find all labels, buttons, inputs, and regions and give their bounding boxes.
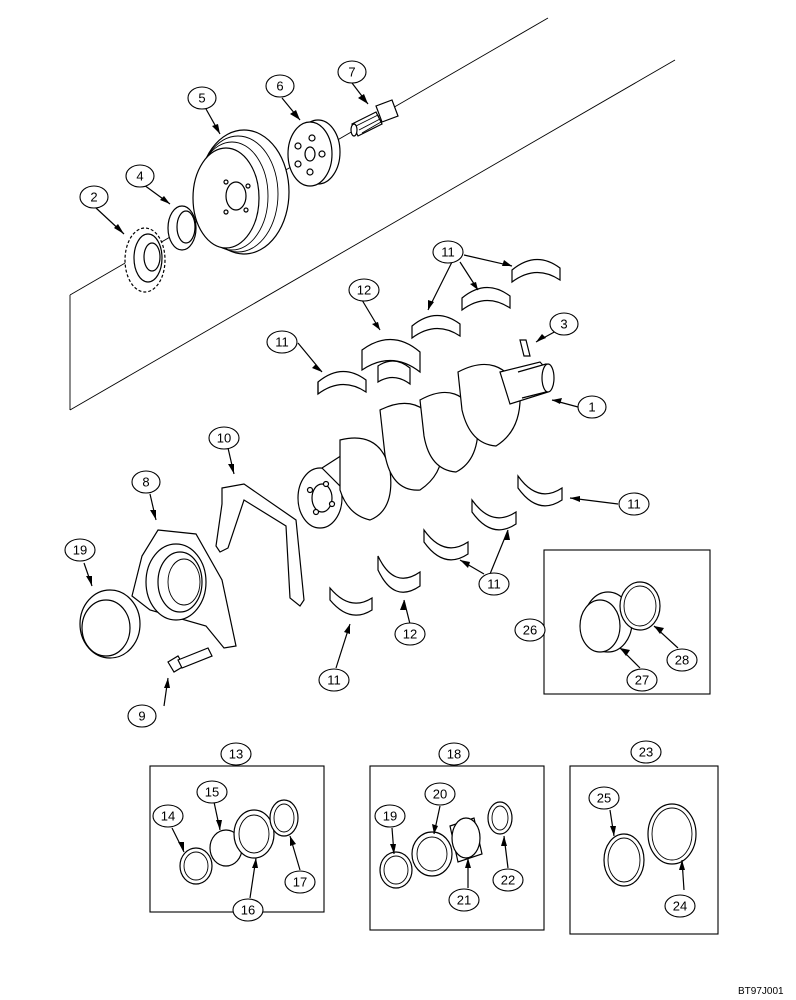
lower-bearing-shells bbox=[329, 474, 563, 616]
callout-2-label: 2 bbox=[90, 190, 97, 205]
callout-5-label: 5 bbox=[198, 91, 205, 106]
callout-12-lower-label: 12 bbox=[403, 627, 417, 642]
callout-16: 16 bbox=[232, 898, 264, 922]
dowel-pin bbox=[519, 339, 531, 357]
callout-11-left-label: 11 bbox=[275, 335, 289, 350]
callout-7: 7 bbox=[337, 60, 367, 84]
callout-23: 23 bbox=[630, 740, 662, 764]
callout-22-label: 22 bbox=[501, 873, 515, 888]
callout-2: 2 bbox=[79, 185, 109, 209]
callout-20-label: 20 bbox=[433, 787, 447, 802]
callout-27-label: 27 bbox=[635, 673, 649, 688]
callout-9: 9 bbox=[127, 704, 157, 728]
callout-14-label: 14 bbox=[161, 809, 175, 824]
callout-11-lower-label: 11 bbox=[487, 577, 501, 592]
callout-1: 1 bbox=[577, 395, 607, 419]
damper-hub bbox=[287, 119, 341, 187]
callout-25-label: 25 bbox=[597, 791, 611, 806]
callout-19-housing: 19 bbox=[64, 538, 96, 562]
callout-21: 21 bbox=[448, 888, 480, 912]
kit-box-23 bbox=[569, 765, 719, 935]
rear-seal-housing bbox=[131, 529, 237, 649]
crankshaft bbox=[297, 361, 555, 529]
callout-14: 14 bbox=[152, 804, 184, 828]
callout-27: 27 bbox=[626, 668, 658, 692]
callout-16-label: 16 bbox=[241, 903, 255, 918]
arrowheads bbox=[86, 94, 685, 870]
callout-21-label: 21 bbox=[457, 893, 471, 908]
callout-26-label: 26 bbox=[523, 623, 537, 638]
crankshaft-gear bbox=[124, 227, 166, 293]
callout-12-upper-label: 12 bbox=[357, 283, 371, 298]
callout-17-label: 17 bbox=[293, 875, 307, 890]
callout-11-left: 11 bbox=[266, 330, 298, 354]
callout-20: 20 bbox=[424, 782, 456, 806]
callout-8-label: 8 bbox=[142, 475, 149, 490]
callout-23-label: 23 bbox=[639, 745, 653, 760]
callout-11-top-label: 11 bbox=[441, 245, 455, 260]
rear-seal bbox=[79, 589, 141, 659]
callout-11-top: 11 bbox=[432, 240, 464, 264]
kit-box-26 bbox=[543, 549, 711, 695]
callout-11-right-label: 11 bbox=[627, 497, 641, 512]
kit-box-13 bbox=[149, 765, 325, 913]
callout-11-bottom: 11 bbox=[318, 668, 350, 692]
callout-26: 26 bbox=[514, 618, 546, 642]
callout-1-label: 1 bbox=[588, 400, 595, 415]
callout-19-housing-label: 19 bbox=[73, 543, 87, 558]
upper-bearing-shells bbox=[317, 258, 561, 396]
rear-cover-gasket bbox=[215, 483, 305, 607]
callout-13-label: 13 bbox=[229, 747, 243, 762]
callout-7-label: 7 bbox=[348, 65, 355, 80]
callout-3-label: 3 bbox=[560, 317, 567, 332]
callout-6-label: 6 bbox=[276, 79, 283, 94]
callout-24: 24 bbox=[664, 894, 696, 918]
figure-code: BT97J001 bbox=[738, 986, 784, 997]
callout-4-label: 4 bbox=[136, 169, 143, 184]
callout-28-label: 28 bbox=[675, 653, 689, 668]
callout-17: 17 bbox=[284, 870, 316, 894]
callout-15-label: 15 bbox=[205, 785, 219, 800]
callout-11-right: 11 bbox=[618, 492, 650, 516]
kit-box-18 bbox=[369, 765, 545, 931]
callout-12-lower: 12 bbox=[394, 622, 426, 646]
crankshaft-pulley bbox=[192, 129, 290, 255]
callout-3: 3 bbox=[549, 312, 579, 336]
callout-12-upper: 12 bbox=[348, 278, 380, 302]
callout-8: 8 bbox=[131, 470, 161, 494]
housing-bolt bbox=[167, 647, 213, 673]
callout-11-lower: 11 bbox=[478, 572, 510, 596]
callout-28: 28 bbox=[666, 648, 698, 672]
callout-11-bottom-label: 11 bbox=[327, 673, 341, 688]
callout-24-label: 24 bbox=[673, 899, 687, 914]
callouts: 1 2 3 4 5 6 7 8 9 10 11 11 11 11 11 12 1… bbox=[64, 60, 698, 922]
callout-18: 18 bbox=[438, 742, 470, 766]
callout-18-label: 18 bbox=[447, 747, 461, 762]
spacer-ring bbox=[167, 205, 197, 251]
callout-25: 25 bbox=[588, 786, 620, 810]
callout-22: 22 bbox=[492, 868, 524, 892]
callout-15: 15 bbox=[196, 780, 228, 804]
callout-6: 6 bbox=[265, 74, 295, 98]
callout-19-kit: 19 bbox=[374, 804, 406, 828]
pulley-bolt bbox=[350, 99, 399, 137]
callout-13: 13 bbox=[220, 742, 252, 766]
callout-5: 5 bbox=[187, 86, 217, 110]
callout-9-label: 9 bbox=[138, 709, 145, 724]
callout-10-label: 10 bbox=[217, 431, 231, 446]
callout-10: 10 bbox=[208, 426, 240, 450]
callout-19-kit-label: 19 bbox=[383, 809, 397, 824]
callout-4: 4 bbox=[125, 164, 155, 188]
